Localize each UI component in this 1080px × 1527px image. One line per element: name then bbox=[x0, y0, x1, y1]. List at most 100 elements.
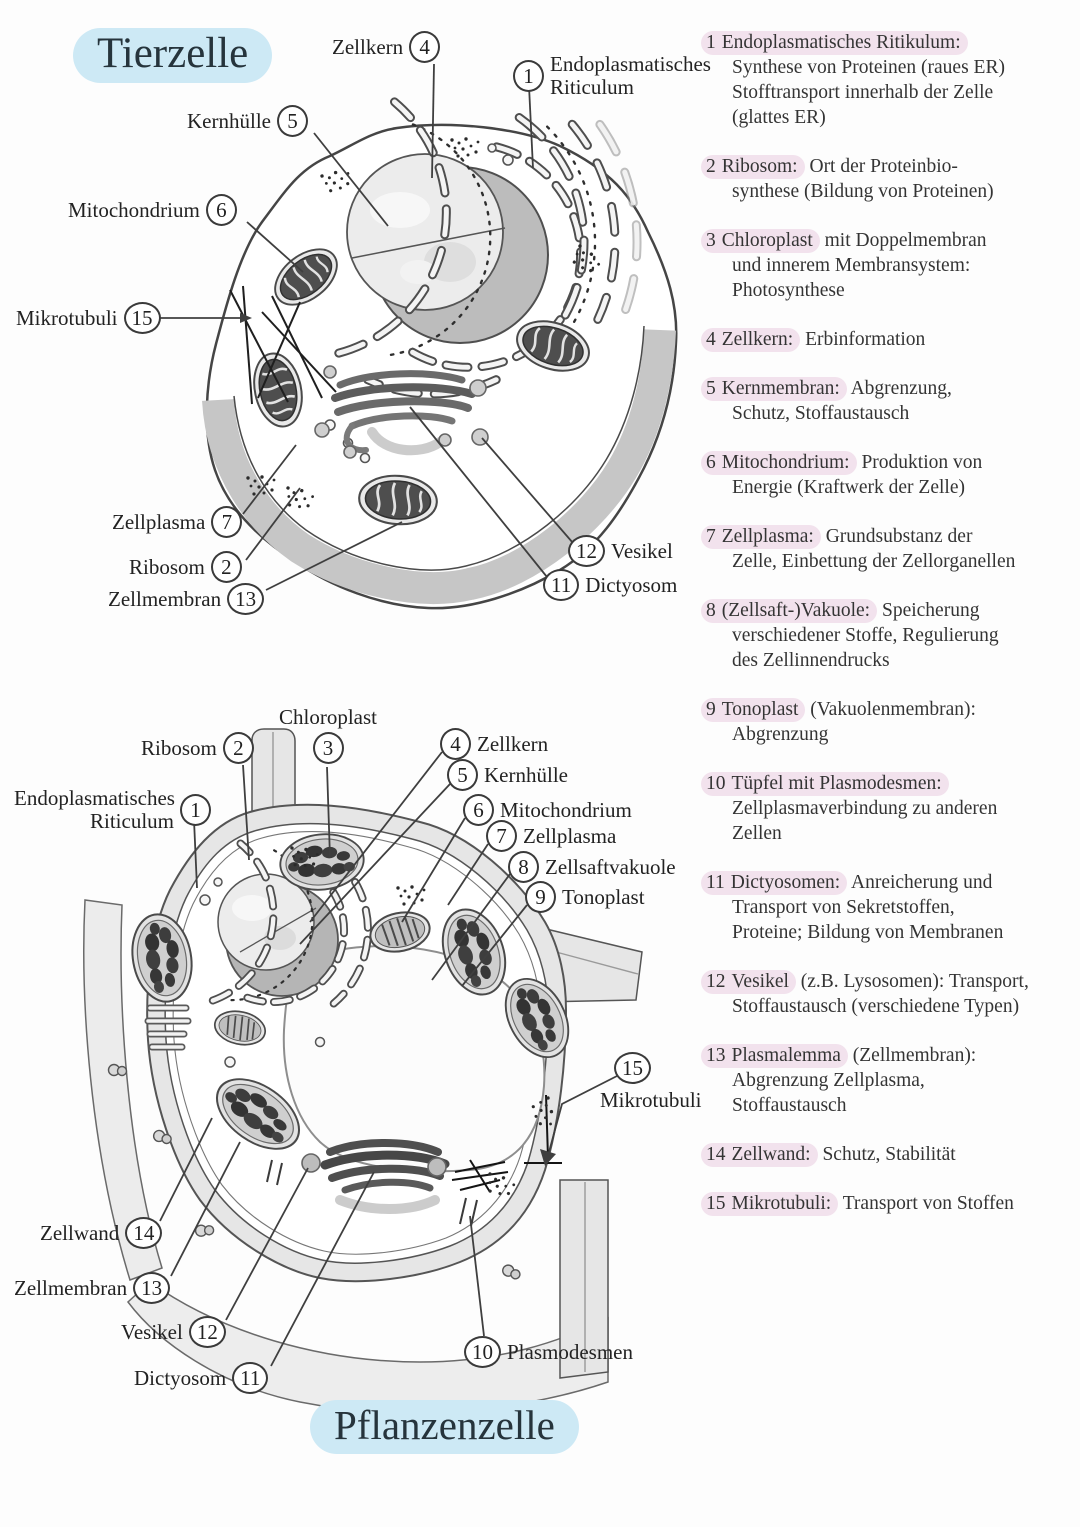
number-badge: 1 bbox=[180, 794, 211, 826]
number-badge: 7 bbox=[211, 506, 243, 538]
label-text: Zellmembran bbox=[108, 586, 222, 611]
number-badge: 10 bbox=[464, 1336, 501, 1368]
label-text: Chloroplast bbox=[279, 705, 377, 729]
label-pflz-tonoplast: 9 Tonoplast bbox=[525, 881, 645, 913]
number-badge: 7 bbox=[486, 820, 517, 852]
label-tier-mitochondrium: Mitochondrium 6 bbox=[68, 194, 237, 226]
label-text: Endoplasmatisches Riticulum bbox=[550, 52, 711, 99]
number-badge: 4 bbox=[440, 728, 471, 760]
number-badge: 8 bbox=[508, 851, 539, 883]
label-tier-zellplasma: Zellplasma 7 bbox=[112, 506, 243, 538]
label-tier-dictyosom: 11 Dictyosom bbox=[543, 569, 677, 601]
label-tier-zellkern: Zellkern 4 bbox=[332, 31, 441, 63]
pflanzenzelle-title: Pflanzenzelle bbox=[310, 1400, 579, 1454]
label-text: Zellwand bbox=[40, 1220, 120, 1245]
number-badge: 14 bbox=[125, 1217, 163, 1249]
label-text: Zellplasma bbox=[523, 823, 617, 848]
number-badge: 15 bbox=[614, 1052, 651, 1084]
label-text: Mikrotubuli bbox=[600, 1088, 702, 1112]
label-pflz-vesikel: Vesikel 12 bbox=[121, 1316, 226, 1348]
label-tier-kernhuelle: Kernhülle 5 bbox=[187, 105, 308, 137]
number-badge: 1 bbox=[513, 60, 544, 92]
label-text: Plasmodesmen bbox=[507, 1339, 633, 1364]
label-text: Mitochondrium bbox=[500, 797, 632, 822]
number-badge: 15 bbox=[123, 302, 161, 334]
number-badge: 4 bbox=[409, 31, 441, 63]
number-badge: 5 bbox=[276, 105, 308, 137]
label-pflz-zellwand: Zellwand 14 bbox=[40, 1217, 163, 1249]
label-text: Zellplasma bbox=[112, 509, 206, 534]
label-pflz-er: Endoplasmatisches Riticulum 1 bbox=[14, 787, 211, 833]
label-text: Zellsaftvakuole bbox=[545, 854, 676, 879]
label-text: Tonoplast bbox=[562, 884, 645, 909]
label-tier-ribosom: Ribosom 2 bbox=[129, 551, 242, 583]
label-text: Endoplasmatisches Riticulum bbox=[14, 786, 175, 833]
legend-item-8: 8(Zellsaft-)Vakuole: Speicherung verschi… bbox=[701, 598, 1076, 673]
label-text: Zellmembran bbox=[14, 1275, 128, 1300]
label-text: Mitochondrium bbox=[68, 197, 200, 222]
label-text: Mikrotubuli bbox=[16, 305, 118, 330]
label-pflz-plasmodesmen: 10 Plasmodesmen bbox=[464, 1336, 633, 1368]
label-text: Kernhülle bbox=[187, 108, 271, 133]
number-badge: 6 bbox=[205, 194, 237, 226]
label-text: Dictyosom bbox=[134, 1365, 227, 1390]
label-pflz-mikrotubuli: 15 Mikrotubuli bbox=[600, 1052, 702, 1112]
label-pflz-dictyosom: Dictyosom 11 bbox=[134, 1362, 269, 1394]
label-text: Zellkern bbox=[332, 34, 404, 59]
number-badge: 12 bbox=[568, 535, 605, 567]
label-pflz-zellplasma: 7 Zellplasma bbox=[486, 820, 616, 852]
label-pflz-zellkern: 4 Zellkern bbox=[440, 728, 548, 760]
label-text: Dictyosom bbox=[585, 572, 678, 597]
label-pflz-kernhuelle: 5 Kernhülle bbox=[447, 759, 568, 791]
label-pflz-zellsaftvakuole: 8 Zellsaftvakuole bbox=[508, 851, 676, 883]
label-text: Zellkern bbox=[477, 731, 549, 756]
label-pflz-ribosom: Ribosom 2 bbox=[141, 732, 254, 764]
label-text: Ribosom bbox=[129, 554, 205, 579]
number-badge: 9 bbox=[525, 881, 556, 913]
number-badge: 5 bbox=[447, 759, 478, 791]
label-text: Vesikel bbox=[121, 1319, 183, 1344]
label-text: Ribosom bbox=[141, 735, 217, 760]
label-pflz-chloroplast: Chloroplast 3 bbox=[270, 706, 386, 764]
label-tier-er: 1 Endoplasmatisches Riticulum bbox=[513, 53, 716, 99]
label-pflz-zellmembran: Zellmembran 13 bbox=[14, 1272, 171, 1304]
label-text: Kernhülle bbox=[484, 762, 568, 787]
number-badge: 12 bbox=[188, 1316, 226, 1348]
number-badge: 2 bbox=[210, 551, 242, 583]
label-tier-zellmembran: Zellmembran 13 bbox=[108, 583, 265, 615]
number-badge: 2 bbox=[222, 732, 254, 764]
label-tier-vesikel: 12 Vesikel bbox=[568, 535, 673, 567]
number-badge: 13 bbox=[133, 1272, 171, 1304]
label-tier-mikrotubuli: Mikrotubuli 15 bbox=[16, 302, 161, 334]
